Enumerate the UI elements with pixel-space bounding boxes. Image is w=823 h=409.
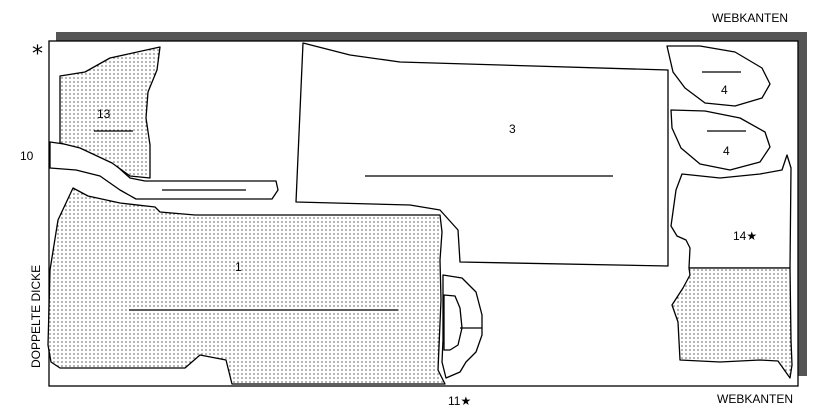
piece-label-13: 13 (97, 107, 111, 121)
piece-label-4-bottom: 4 (723, 144, 730, 158)
pattern-piece-14 (670, 154, 793, 379)
piece-label-3: 3 (509, 122, 516, 136)
pattern-piece-4-top (666, 45, 771, 107)
selvedge-top-label: WEBKANTEN (712, 11, 788, 25)
piece-label-10: 10 (20, 149, 34, 163)
piece-label-1: 1 (235, 260, 242, 274)
pattern-piece-4-bottom (670, 109, 771, 171)
pattern-piece-1 (47, 187, 446, 385)
piece-label-11: 11★ (448, 394, 471, 408)
selvedge-bottom-label: WEBKANTEN (717, 392, 793, 406)
asterisk-mark: * (32, 42, 43, 67)
pattern-piece-13 (59, 46, 161, 179)
pattern-piece-11 (441, 274, 483, 379)
piece-label-14: 14★ (733, 229, 757, 243)
fold-label: DOPPELTE DICKE (29, 265, 43, 368)
piece-label-4-top: 4 (721, 83, 728, 97)
pattern-piece-3 (295, 42, 669, 267)
